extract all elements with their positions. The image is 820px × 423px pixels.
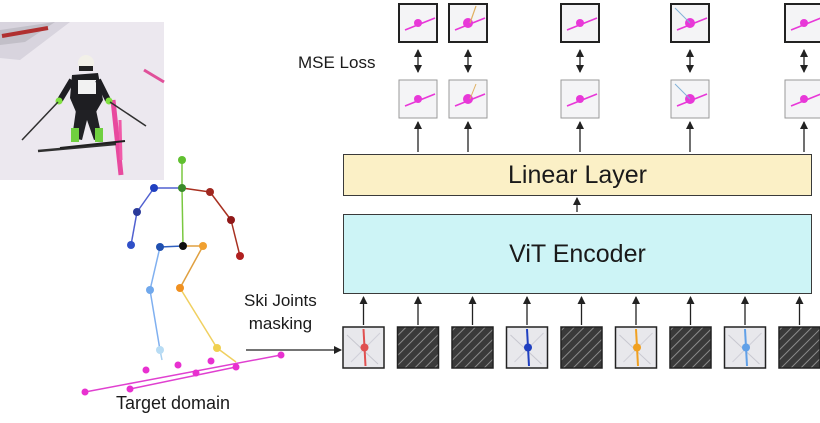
joint-dot	[633, 343, 641, 352]
heatmap-limb-extra	[469, 83, 477, 100]
vit-encoder-box: ViT Encoder	[343, 214, 812, 294]
masked-patch	[669, 326, 712, 369]
heatmap-limb-extra	[674, 83, 691, 100]
heatmap-limb-extra	[469, 5, 477, 24]
linear-layer-label: Linear Layer	[508, 160, 647, 189]
masked-patch	[560, 326, 603, 369]
vit-encoder-label: ViT Encoder	[509, 239, 646, 268]
target-domain-label: Target domain	[116, 393, 231, 413]
heatmap-joint	[800, 95, 808, 103]
joint-dot	[742, 343, 750, 352]
heatmap-joint	[576, 95, 584, 103]
pose-skeleton	[81, 156, 285, 396]
heatmap-joint	[576, 19, 584, 27]
masked-patch	[451, 326, 494, 369]
joint-dot	[360, 343, 369, 352]
heatmap-joint	[414, 95, 422, 103]
heatmap-joint	[414, 19, 422, 27]
patch-layer	[342, 3, 820, 369]
mse-loss-label: MSE Loss	[298, 53, 376, 72]
skier-photo	[0, 22, 165, 180]
masked-patch	[396, 326, 440, 369]
ski-joints-masking-label: Ski Joints masking	[244, 289, 317, 335]
ski-label-line1: Ski Joints	[244, 291, 317, 310]
heatmap-limb-extra	[674, 7, 691, 24]
masked-patch	[778, 326, 820, 369]
ski-label-line2: masking	[248, 314, 313, 333]
joint-dot	[524, 343, 532, 352]
heatmap-joint	[800, 19, 808, 27]
linear-layer-box: Linear Layer	[343, 154, 812, 196]
